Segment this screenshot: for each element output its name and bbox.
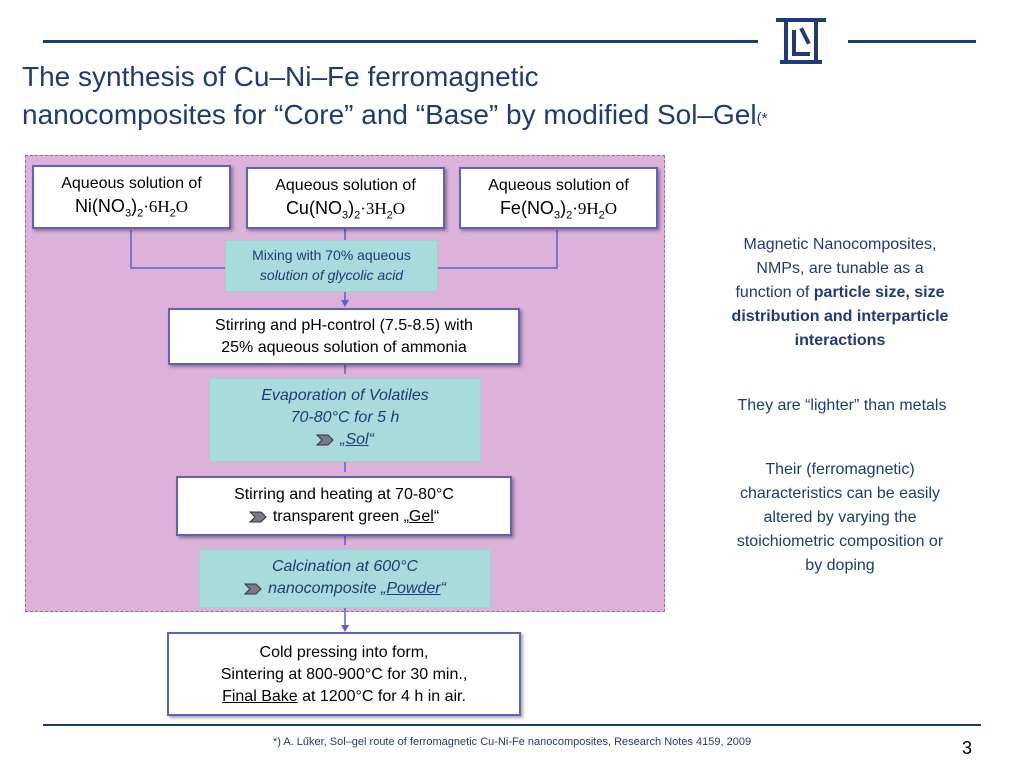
university-logo-icon [776,18,826,64]
mixing-line-2: solution of glycolic acid [259,267,404,283]
final-line-1: Cold pressing into form, [259,644,429,661]
evaporation-step: Evaporation of Volatiles 70-80°C for 5 h… [209,378,481,462]
header-rule-left [43,40,758,43]
stirring-ph-line-1: Stirring and pH-control (7.5-8.5) with [215,317,473,334]
tunable-paragraph: Magnetic Nanocomposites, NMPs, are tunab… [731,236,949,349]
ni-box-label: Aqueous solution of [61,175,202,192]
ni-nitrate-box: Aqueous solution of Ni(NO3)2·6H2O [32,165,231,229]
title-line-2: nanocomposites for “Core” and “Base” by … [22,99,768,130]
chevron-arrow-icon [248,511,267,523]
footnote-marker: (* [756,110,768,127]
fe-formula: Fe(NO3)2·9H2O [499,198,618,222]
fe-nitrate-box: Aqueous solution of Fe(NO3)2·9H2O [459,167,658,229]
final-bake-step: Cold pressing into form, Sintering at 80… [167,632,521,716]
page-number: 3 [961,738,972,758]
gel-result: transparent green „Gel“ [178,506,510,528]
title-line-1: The synthesis of Cu–Ni–Fe ferromagnetic [22,61,539,92]
final-bake-keyword: Final Bake [222,688,298,705]
powder-result: nanocomposite „Powder“ [200,578,490,600]
final-line-2: Sintering at 800-900°C for 30 min., [220,666,468,683]
heating-line-1: Stirring and heating at 70-80°C [234,486,454,503]
cu-nitrate-box: Aqueous solution of Cu(NO3)2·3H2O [246,167,445,229]
sol-keyword: Sol [345,431,369,448]
sol-result: „Sol“ [210,429,480,451]
characteristics-paragraph: Their (ferromagnetic) characteristics ca… [736,461,944,574]
footnote: *) A. Lűker, Sol–gel route of ferromagne… [272,736,752,748]
heating-step: Stirring and heating at 70-80°C transpar… [176,476,512,536]
page-title: The synthesis of Cu–Ni–Fe ferromagnetic … [22,58,982,134]
chevron-arrow-icon [316,434,334,446]
header-rule-right [848,40,976,43]
calcination-step: Calcination at 600°C nanocomposite „Powd… [199,549,491,608]
mixing-line-1: Mixing with 70% aqueous [252,247,411,263]
stirring-ph-step: Stirring and pH-control (7.5-8.5) with 2… [168,308,520,365]
ni-formula: Ni(NO3)2·6H2O [74,196,189,220]
evaporation-line-2: 70-80°C for 5 h [290,409,400,426]
mixing-step: Mixing with 70% aqueous solution of glyc… [225,240,438,292]
final-line-3: Final Bake at 1200°C for 4 h in air. [222,688,466,705]
lighter-paragraph: They are “lighter” than metals [737,397,947,414]
gel-keyword: Gel [408,508,434,525]
chevron-arrow-icon [244,583,262,595]
stirring-ph-line-2: 25% aqueous solution of ammonia [221,339,467,356]
cu-box-label: Aqueous solution of [275,177,416,194]
calcination-line-1: Calcination at 600°C [271,558,419,575]
powder-keyword: Powder [386,580,441,597]
fe-box-label: Aqueous solution of [488,177,629,194]
footer-rule [43,724,981,726]
evaporation-line-1: Evaporation of Volatiles [261,387,429,404]
cu-formula: Cu(NO3)2·3H2O [285,198,406,222]
